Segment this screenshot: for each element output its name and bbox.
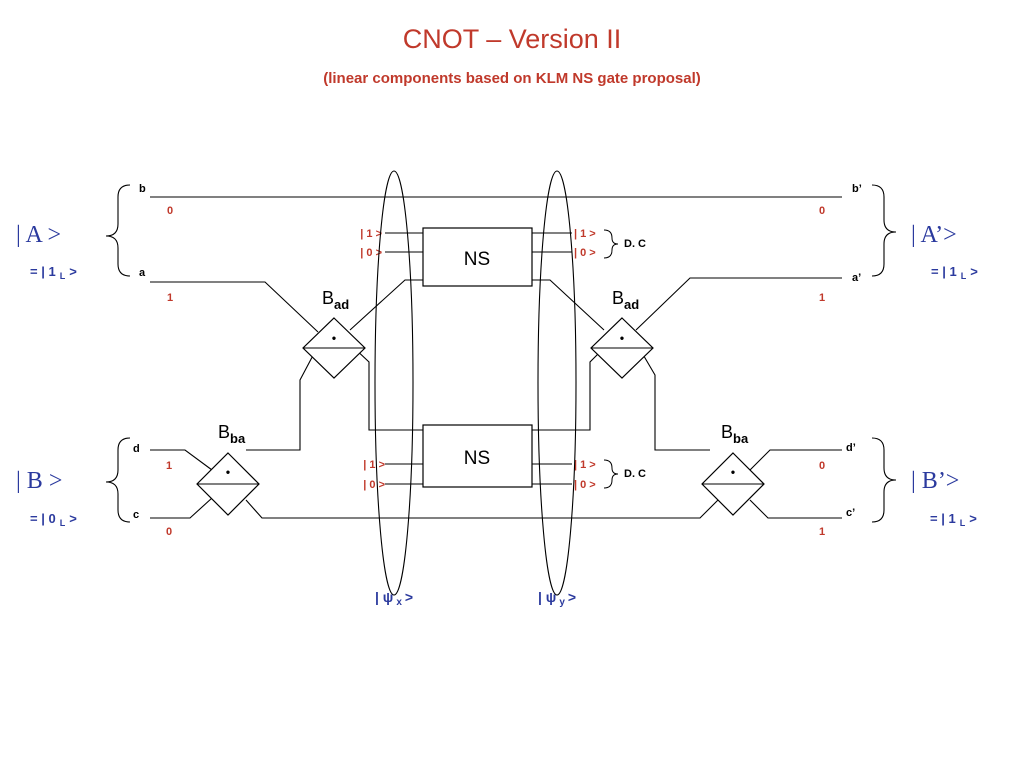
input-value-c: 0 (166, 526, 172, 538)
psi-y-ellipse (537, 170, 577, 596)
beamsplitter-ba-right-dot: • (731, 465, 735, 479)
page-title: CNOT – Version II (402, 24, 622, 54)
wire-bad-left-to-ns2 (351, 345, 423, 431)
ns-gate-top-label: NS (464, 249, 490, 270)
wire-ns1-to-bad-right (532, 279, 605, 331)
state-A-in: | A > (16, 222, 61, 248)
beamsplitter-ba-right: • Bba (701, 422, 765, 516)
wire-a-in (150, 281, 319, 333)
ns-top-dc-label: D. C (624, 238, 646, 250)
mode-label-c: c (133, 509, 139, 521)
ns-top-ancilla-out-1: | 1 > (574, 228, 596, 240)
brace-A-out (871, 184, 897, 277)
brace-B-out (871, 437, 897, 523)
mode-label-a-out: a’ (852, 272, 861, 284)
wire-bad-to-bba-left (246, 345, 319, 451)
input-value-d: 1 (166, 460, 172, 472)
beamsplitter-ad-left: • Bad (302, 288, 366, 379)
ns-gate-bottom: NS | 1 > | 0 > | 1 > | 0 > D. C (363, 424, 646, 491)
wire-d-out (749, 449, 842, 471)
mode-label-a: a (139, 267, 146, 279)
input-value-b: 0 (167, 205, 173, 217)
mode-label-d: d (133, 443, 140, 455)
beamsplitter-ad-right-dot: • (620, 331, 624, 345)
beamsplitter-ba-left-dot: • (226, 465, 230, 479)
output-value-a: 1 (819, 292, 825, 304)
beamsplitter-ad-right-label: Bad (612, 288, 639, 312)
wire-bad-left-to-ns1 (349, 279, 423, 331)
mode-label-b-out: b’ (852, 183, 862, 195)
ns-bottom-ancilla-out-0: | 0 > (574, 479, 596, 491)
wire-c-out (749, 499, 842, 519)
ns-bottom-ancilla-in-0: | 0 > (363, 479, 385, 491)
brace-A-in (105, 184, 131, 277)
beamsplitter-ba-right-label: Bba (721, 422, 749, 446)
wire-bad-to-bba-right (637, 345, 710, 451)
mode-label-c-out: c’ (846, 507, 855, 519)
ns-bottom-dc-label: D. C (624, 468, 646, 480)
wire-ns2-to-bad-right (532, 345, 607, 431)
ns-top-ancilla-in-0: | 0 > (360, 247, 382, 259)
output-value-b: 0 (819, 205, 825, 217)
beamsplitter-ba-left-label: Bba (218, 422, 246, 446)
state-B-out: | B’> (911, 468, 959, 494)
ns-bottom-ancilla-in-1: | 1 > (363, 459, 385, 471)
beamsplitter-ad-left-label: Bad (322, 288, 349, 312)
ns-bottom-ancilla-out-1: | 1 > (574, 459, 596, 471)
ns-gate-top: NS | 1 > | 0 > | 1 > | 0 > D. C (360, 227, 646, 287)
psi-x-ellipse (374, 170, 414, 596)
mode-label-d-out: d’ (846, 442, 856, 454)
beamsplitter-ad-right: • Bad (590, 288, 654, 379)
brace-B-in (105, 437, 131, 523)
ns-top-ancilla-out-0: | 0 > (574, 247, 596, 259)
beamsplitter-ad-left-dot: • (332, 331, 336, 345)
output-value-c: 1 (819, 526, 825, 538)
ns-top-ancilla-in-1: | 1 > (360, 228, 382, 240)
wire-c-in (150, 497, 213, 519)
page-subtitle: (linear components based on KLM NS gate … (323, 70, 701, 87)
output-value-d: 0 (819, 460, 825, 472)
wire-d-in (150, 449, 213, 471)
mode-label-b: b (139, 183, 146, 195)
wire-c-through (245, 499, 719, 519)
ns-gate-bottom-label: NS (464, 448, 490, 469)
state-A-out: | A’> (911, 222, 957, 248)
wire-a-out (635, 277, 842, 331)
state-B-in: | B > (16, 468, 62, 494)
beamsplitter-ba-left: • Bba (196, 422, 260, 516)
input-value-a: 1 (167, 292, 173, 304)
